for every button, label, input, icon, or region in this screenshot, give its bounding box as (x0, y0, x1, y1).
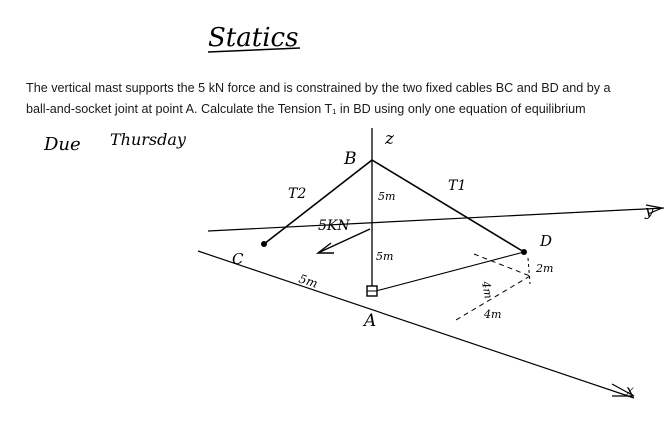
line-ad (371, 251, 525, 293)
due-word: Due (43, 134, 81, 155)
label-axis-z: z (384, 129, 395, 149)
point-d-dot (521, 249, 527, 255)
dashed-z-offset (527, 257, 531, 285)
cable-bd (371, 159, 525, 253)
y-axis-arrowhead (645, 204, 665, 215)
problem-statement: The vertical mast supports the 5 kN forc… (26, 78, 654, 120)
point-c-dot (261, 241, 267, 247)
problem-line-1: The vertical mast supports the 5 kN forc… (26, 81, 611, 95)
force-arrowhead (315, 242, 334, 254)
label-point-a: A (362, 311, 376, 331)
force-arrow (319, 228, 371, 253)
dim-upper-mast: 5m (378, 190, 395, 203)
dim-a-to-c: 5m (297, 272, 319, 291)
label-point-b: B (343, 149, 357, 169)
label-point-d: D (539, 232, 552, 250)
label-axis-x: x (626, 383, 634, 399)
label-point-c: C (232, 250, 244, 268)
dim-d-z-height: 2m (535, 262, 553, 275)
dashed-x-offset (473, 253, 531, 277)
heading-underline (207, 47, 301, 53)
cable-bc (263, 159, 373, 245)
x-axis-arrowhead (611, 383, 635, 397)
due-day-word: Thursday (110, 130, 187, 149)
label-axis-y: y (644, 202, 654, 220)
label-tension-t1: T1 (448, 178, 466, 194)
label-tension-t2: T2 (288, 186, 306, 202)
label-force: 5KN (318, 218, 350, 234)
y-axis-line (207, 207, 665, 232)
dim-d-y-offset: 4m (483, 308, 501, 321)
x-axis-line (197, 250, 635, 399)
dim-lower-mast: 5m (376, 250, 393, 263)
dim-d-x-offset: 4m (479, 279, 495, 299)
problem-line-2: ball-and-socket joint at point A. Calcul… (26, 102, 586, 116)
